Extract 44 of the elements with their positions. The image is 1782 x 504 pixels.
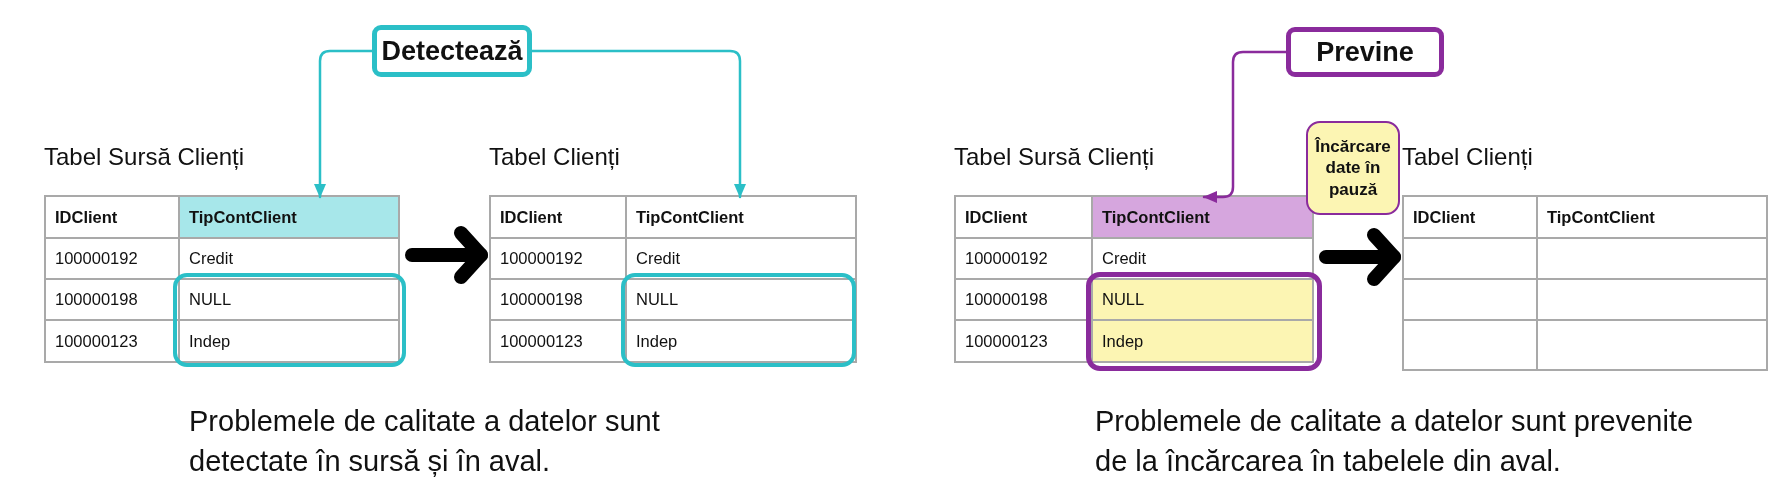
header-cell: IDClient bbox=[491, 197, 625, 237]
connector-arrow bbox=[1202, 50, 1288, 203]
flow-arrow bbox=[1319, 228, 1401, 286]
header-cell: TipContClient bbox=[627, 197, 855, 237]
table-cell: 100000198 bbox=[46, 280, 178, 319]
empty-cell bbox=[1538, 239, 1766, 278]
table-title: Tabel Sursă Clienți bbox=[954, 143, 1155, 171]
table-title: Tabel Clienți bbox=[1402, 143, 1533, 171]
table-cell: Indep bbox=[180, 321, 398, 361]
connector-arrow bbox=[530, 49, 746, 199]
header-cell: TipContClient bbox=[1093, 197, 1312, 237]
callout-box: Previne bbox=[1286, 27, 1444, 77]
empty-cell bbox=[1538, 321, 1766, 369]
table-title: Tabel Sursă Clienți bbox=[44, 143, 245, 171]
callout-box: Detectează bbox=[372, 25, 532, 77]
table-cell: NULL bbox=[180, 280, 398, 319]
table-cell: 100000123 bbox=[491, 321, 625, 361]
header-cell: TipContClient bbox=[1538, 197, 1766, 237]
table-cell: 100000198 bbox=[491, 280, 625, 319]
flow-arrow bbox=[405, 226, 488, 284]
table-cell: Credit bbox=[1093, 239, 1312, 278]
table-cell: Indep bbox=[1093, 321, 1312, 361]
empty-cell bbox=[1404, 321, 1536, 369]
table-cell: NULL bbox=[1093, 280, 1312, 319]
table-cell: 100000192 bbox=[956, 239, 1091, 278]
empty-cell bbox=[1404, 280, 1536, 319]
table-cell: 100000192 bbox=[46, 239, 178, 278]
header-cell: TipContClient bbox=[180, 197, 398, 237]
table-cell: Credit bbox=[627, 239, 855, 278]
table-cell: Credit bbox=[180, 239, 398, 278]
header-cell: IDClient bbox=[956, 197, 1091, 237]
table-cell: Indep bbox=[627, 321, 855, 361]
status-note: Încărcare date în pauză bbox=[1306, 121, 1400, 215]
table-cell: 100000123 bbox=[46, 321, 178, 361]
caption-text: Problemele de calitate a datelor sunt prevenite de la încărcarea în tabelele din aval. bbox=[1095, 404, 1695, 479]
empty-cell bbox=[1538, 280, 1766, 319]
table-cell: 100000192 bbox=[491, 239, 625, 278]
header-cell: IDClient bbox=[46, 197, 178, 237]
header-cell: IDClient bbox=[1404, 197, 1536, 237]
table-title: Tabel Clienți bbox=[489, 143, 620, 171]
table-cell: NULL bbox=[627, 280, 855, 319]
connector-arrow bbox=[314, 49, 374, 199]
caption-text: Problemele de calitate a datelor sunt detectate în sursă și în aval. bbox=[189, 404, 661, 479]
empty-cell bbox=[1404, 239, 1536, 278]
